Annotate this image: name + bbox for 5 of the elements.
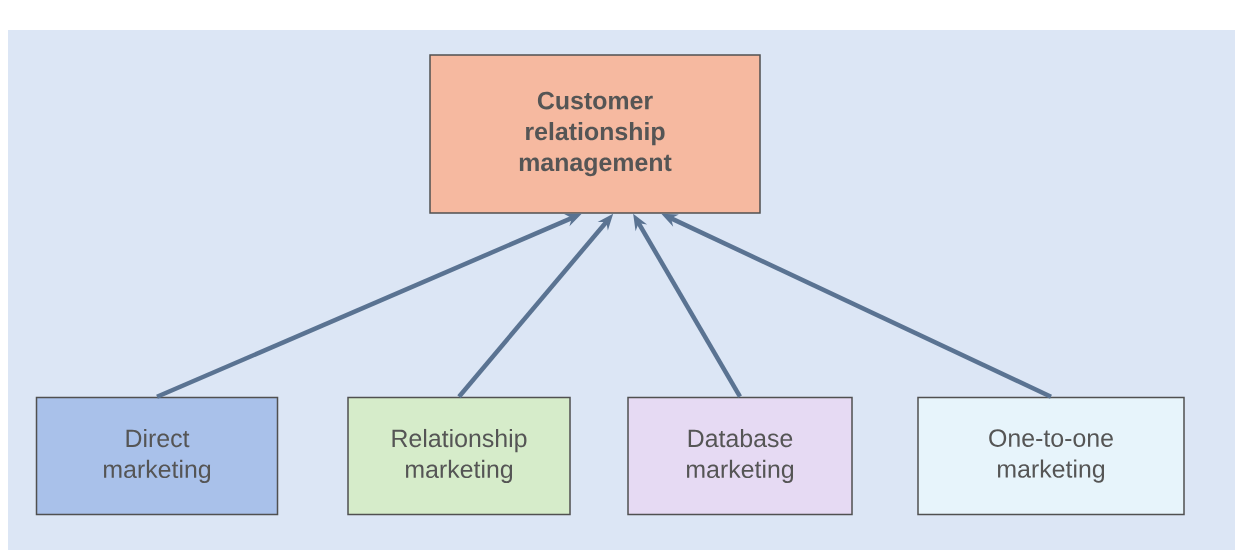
process-box: Relationship marketing [347,396,571,516]
process-box: One-to-one marketing [917,396,1185,516]
process-box: Direct marketing [35,396,279,516]
process-box: Database marketing [627,396,853,516]
process-box: Customer relationship management [429,54,761,214]
